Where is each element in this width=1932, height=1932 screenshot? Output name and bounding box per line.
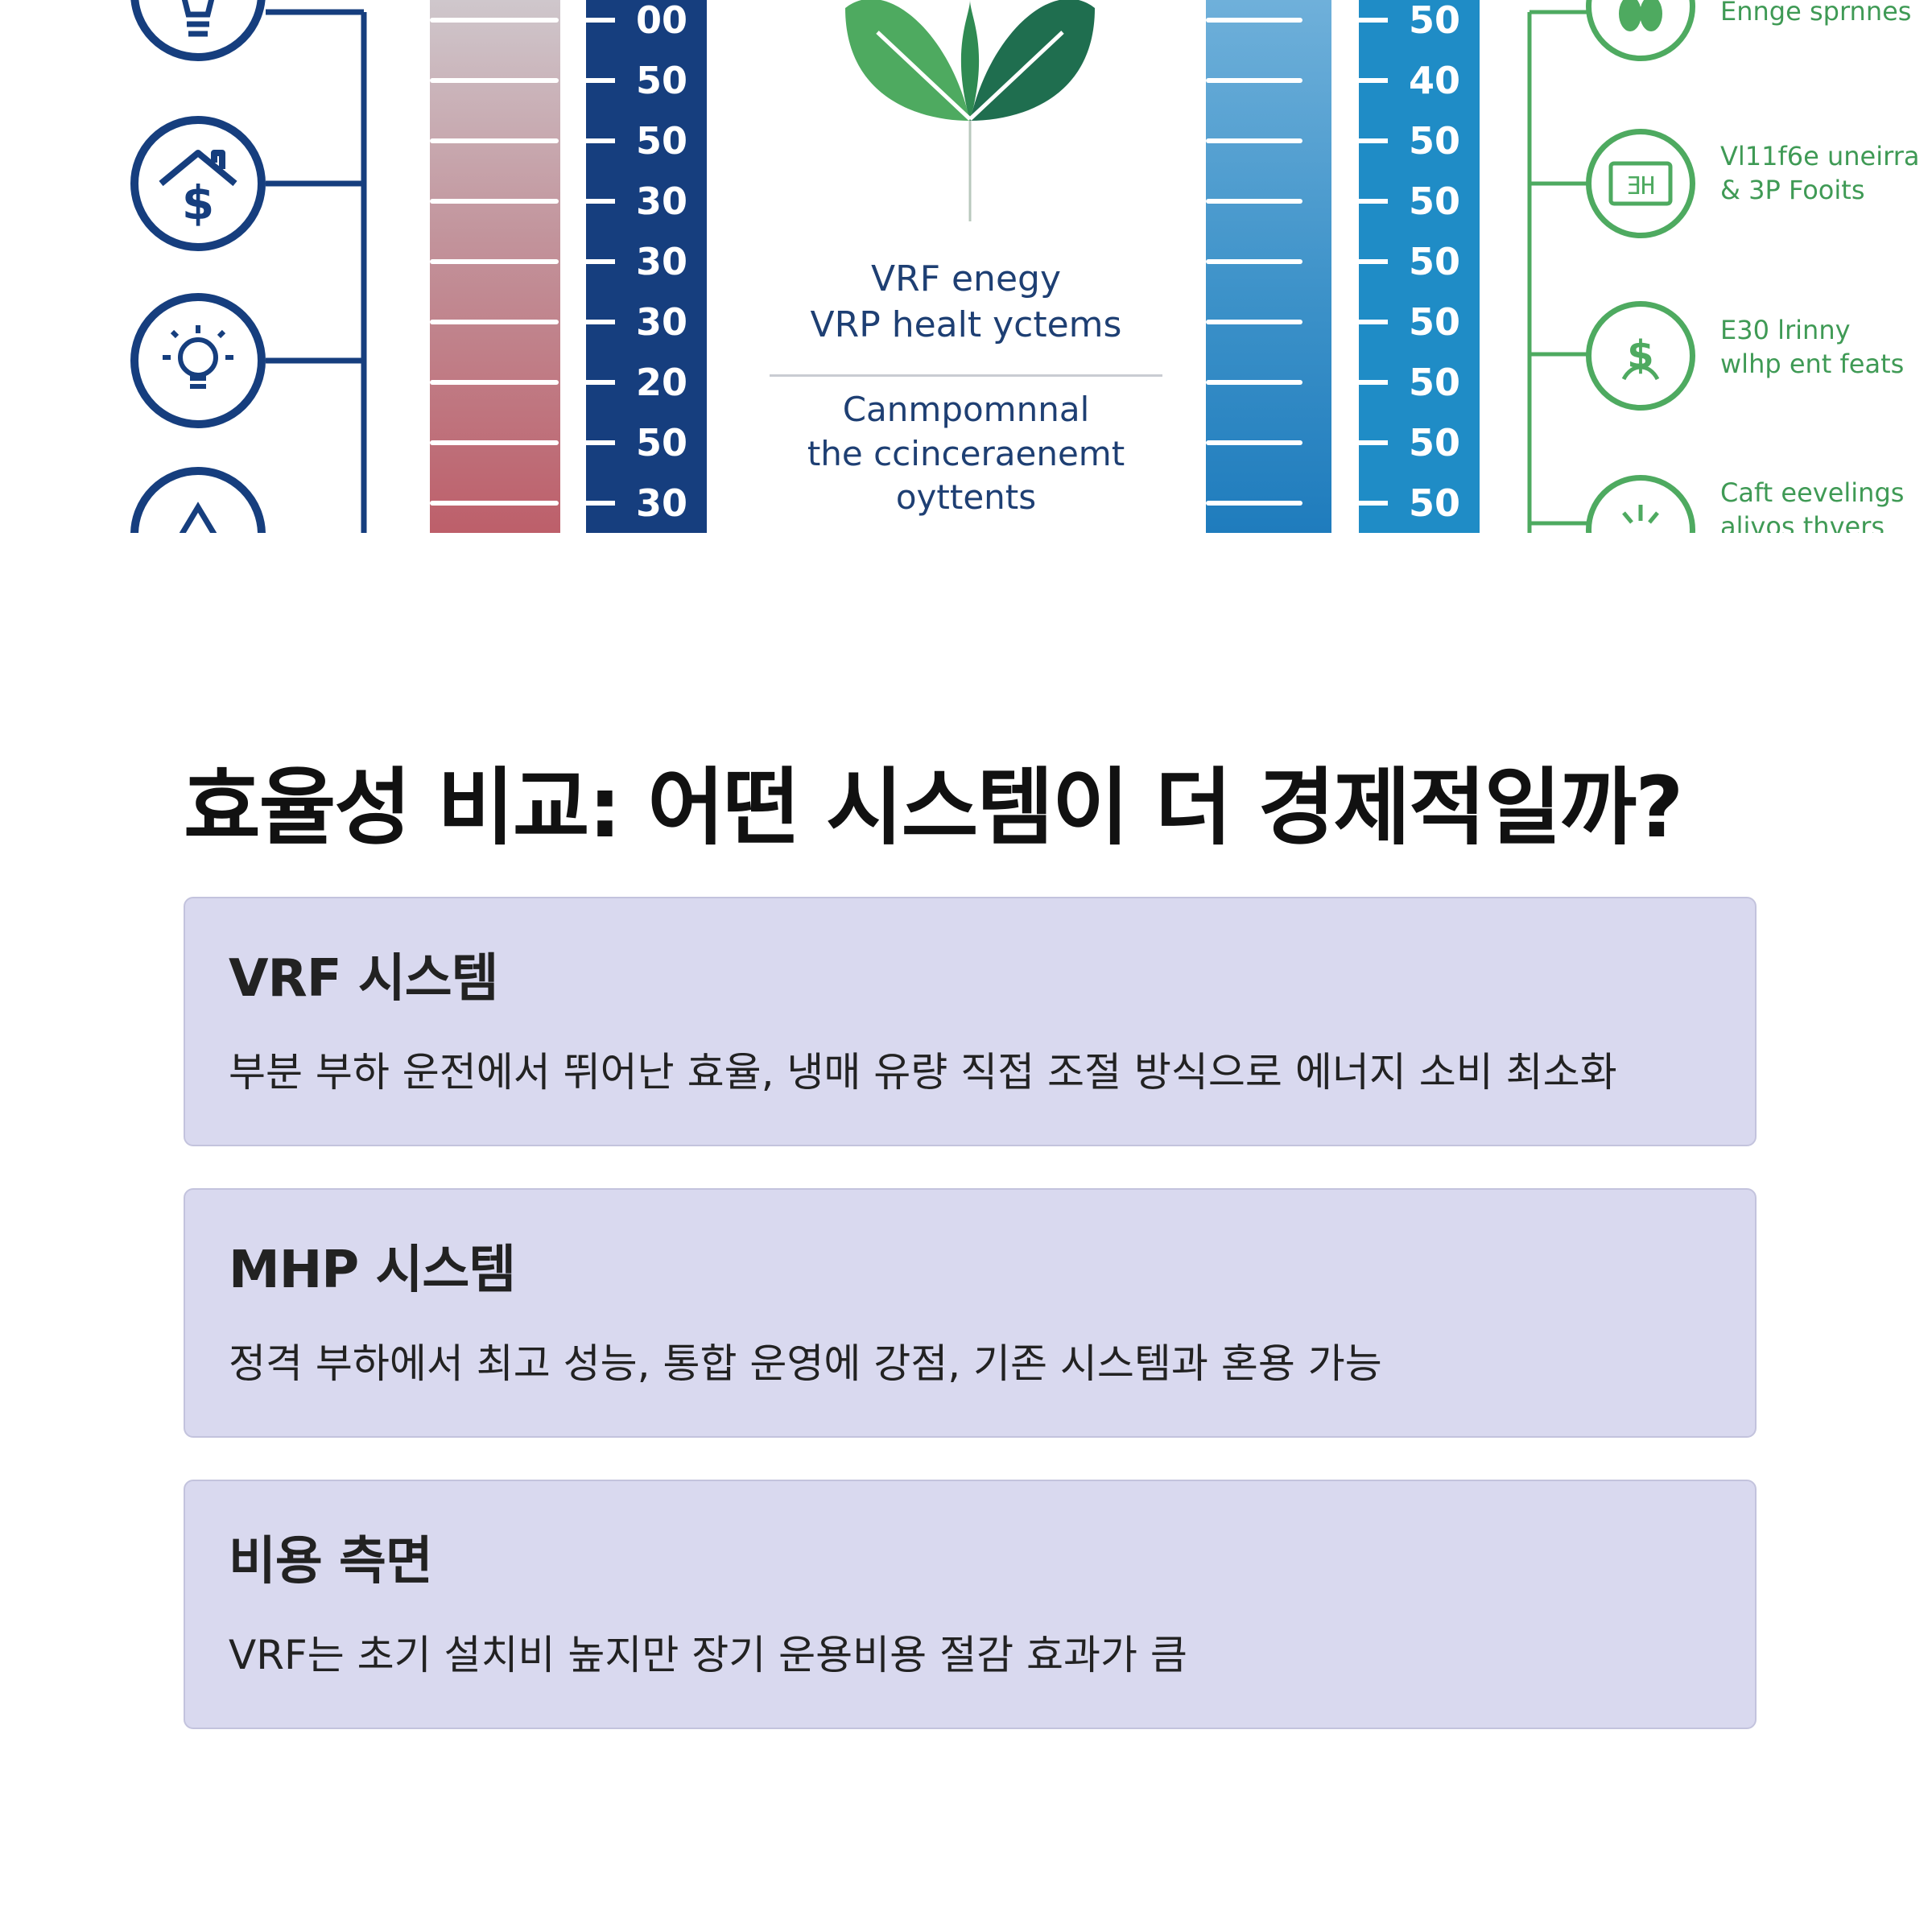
card-body: VRF는 초기 설치비 높지만 장기 운용비용 절감 효과가 큼 bbox=[229, 1632, 1187, 1678]
right-label-line: Vl11f6e uneirra bbox=[1720, 141, 1920, 171]
left-scale-number: 00 bbox=[636, 0, 688, 42]
left-scale-tick bbox=[586, 380, 615, 385]
right-scale-number: 50 bbox=[1409, 421, 1461, 464]
left-scale-number: 30 bbox=[636, 180, 688, 223]
left-gauge-tick bbox=[430, 199, 559, 204]
right-label-line: E30 lrinny bbox=[1720, 315, 1851, 345]
right-gauge-tick bbox=[1206, 18, 1302, 23]
right-scale-tick bbox=[1359, 440, 1388, 445]
left-gauge-tick bbox=[430, 78, 559, 83]
right-scale-number: 50 bbox=[1409, 361, 1461, 404]
right-scale-number: 50 bbox=[1409, 240, 1461, 283]
right-scale-tick bbox=[1359, 320, 1388, 324]
right-scale-tick bbox=[1359, 78, 1388, 83]
meter-display-icon: ƎH bbox=[1586, 129, 1695, 238]
right-label-3: E30 lrinny wlhp ent feats bbox=[1720, 314, 1904, 381]
lightbulb-rays-icon bbox=[130, 293, 266, 428]
left-scale-tick bbox=[586, 18, 615, 23]
right-gauge-tick bbox=[1206, 501, 1302, 506]
card-cost: 비용 측면 VRF는 초기 설치비 높지만 장기 운용비용 절감 효과가 큼 bbox=[184, 1480, 1757, 1729]
center-divider bbox=[770, 374, 1162, 377]
left-scale-number: 50 bbox=[636, 421, 688, 464]
right-gauge-tick bbox=[1206, 78, 1302, 83]
right-gauge-tick bbox=[1206, 259, 1302, 264]
center-subheading: Canmpomnnal the ccinceraenemt oyttents bbox=[757, 388, 1175, 520]
left-scale-number: 30 bbox=[636, 481, 688, 525]
left-connector-lines bbox=[266, 9, 367, 533]
right-scale-number: 50 bbox=[1409, 481, 1461, 525]
lightbulb-icon bbox=[130, 0, 266, 61]
section-title: 효율성 비교: 어떤 시스템이 더 경제적일까? bbox=[184, 758, 1684, 857]
right-gauge-tick bbox=[1206, 440, 1302, 445]
right-label-line: Caft eevelings bbox=[1720, 477, 1905, 508]
right-label-4: Caft eevelings alivos thvers bbox=[1720, 477, 1904, 533]
left-gauge-tick bbox=[430, 380, 559, 385]
right-gauge-tick bbox=[1206, 320, 1302, 324]
svg-text:$: $ bbox=[182, 175, 214, 230]
right-scale-number: 50 bbox=[1409, 119, 1461, 163]
right-scale-tick bbox=[1359, 501, 1388, 506]
left-gauge-tick bbox=[430, 440, 559, 445]
card-mhp: MHP 시스템 정격 부하에서 최고 성능, 통합 운영에 강점, 기존 시스템… bbox=[184, 1188, 1757, 1438]
right-label-2: Vl11f6e uneirra & 3P Fooits bbox=[1720, 140, 1919, 207]
center-sub-line: oyttents bbox=[895, 477, 1037, 518]
plant-sprout-icon bbox=[1586, 0, 1695, 61]
right-label-line: alivos thvers bbox=[1720, 510, 1885, 533]
card-title: MHP 시스템 bbox=[229, 1241, 516, 1300]
hero-infographic: $ VRF enegy VRP healt yctems Canmpomnnal… bbox=[0, 0, 1932, 533]
left-scale-tick bbox=[586, 259, 615, 264]
left-scale-number: 30 bbox=[636, 300, 688, 344]
dollar-plant-icon: $ bbox=[1586, 301, 1695, 411]
center-heading-line: VRP healt yctems bbox=[810, 304, 1122, 346]
right-label-1: Ennge sprnnes bbox=[1720, 0, 1911, 29]
right-scale-number: 40 bbox=[1409, 59, 1461, 102]
center-sub-line: the ccinceraenemt bbox=[807, 433, 1125, 473]
right-label-line: Ennge sprnnes bbox=[1720, 0, 1912, 27]
right-scale-tick bbox=[1359, 18, 1388, 23]
left-gauge-tick bbox=[430, 259, 559, 264]
right-scale-number: 50 bbox=[1409, 180, 1461, 223]
left-gauge-tick bbox=[430, 320, 559, 324]
right-gauge-tick bbox=[1206, 138, 1302, 143]
right-label-line: wlhp ent feats bbox=[1720, 348, 1905, 379]
right-scale-number: 50 bbox=[1409, 0, 1461, 42]
left-scale-number: 50 bbox=[636, 119, 688, 163]
left-scale-tick bbox=[586, 138, 615, 143]
center-heading: VRF enegy VRP healt yctems bbox=[757, 256, 1175, 348]
triangle-alert-icon bbox=[130, 467, 266, 533]
card-title: VRF 시스템 bbox=[229, 949, 498, 1009]
right-scale-number: 50 bbox=[1409, 300, 1461, 344]
center-sub-line: Canmpomnnal bbox=[842, 390, 1090, 429]
card-body: 부분 부하 운전에서 뛰어난 효율, 냉매 유량 직접 조절 방식으로 에너지 … bbox=[229, 1049, 1617, 1096]
left-scale-tick bbox=[586, 199, 615, 204]
right-scale-tick bbox=[1359, 199, 1388, 204]
right-scale-tick bbox=[1359, 138, 1388, 143]
leaf-icon bbox=[845, 0, 1095, 221]
right-connector-lines bbox=[1527, 10, 1594, 533]
left-scale-tick bbox=[586, 440, 615, 445]
left-scale-number: 50 bbox=[636, 59, 688, 102]
left-scale-tick bbox=[586, 320, 615, 324]
sun-gear-icon bbox=[1586, 475, 1695, 533]
left-scale-number: 30 bbox=[636, 240, 688, 283]
left-scale-tick bbox=[586, 501, 615, 506]
house-dollar-icon: $ bbox=[130, 116, 266, 251]
left-gauge-tick bbox=[430, 501, 559, 506]
meter-display-text: ƎH bbox=[1626, 172, 1655, 200]
left-scale-number: 20 bbox=[636, 361, 688, 404]
left-scale-tick bbox=[586, 78, 615, 83]
right-scale-tick bbox=[1359, 259, 1388, 264]
center-heading-line: VRF enegy bbox=[871, 258, 1061, 299]
left-gauge-tick bbox=[430, 138, 559, 143]
right-label-line: & 3P Fooits bbox=[1720, 174, 1865, 205]
left-gauge-tick bbox=[430, 18, 559, 23]
card-title: 비용 측면 bbox=[229, 1532, 433, 1591]
right-gauge-tick bbox=[1206, 199, 1302, 204]
card-body: 정격 부하에서 최고 성능, 통합 운영에 강점, 기존 시스템과 혼용 가능 bbox=[229, 1340, 1382, 1387]
right-scale-tick bbox=[1359, 380, 1388, 385]
right-gauge-tick bbox=[1206, 380, 1302, 385]
card-vrf: VRF 시스템 부분 부하 운전에서 뛰어난 효율, 냉매 유량 직접 조절 방… bbox=[184, 897, 1757, 1146]
